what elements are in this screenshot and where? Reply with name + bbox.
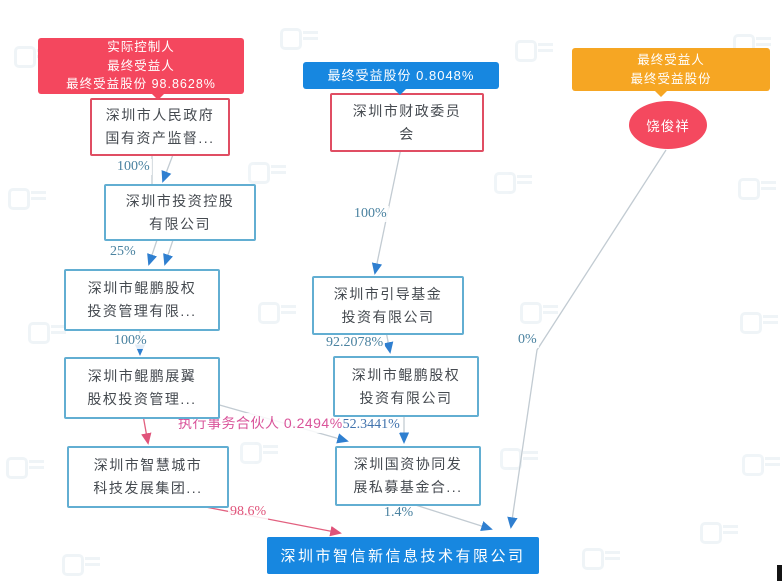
badge-line: 最终受益股份 98.8628%	[66, 77, 216, 92]
badge-line: 最终受益股份 0.8048%	[327, 67, 475, 83]
node-investment-holding[interactable]: 深圳市投资控股 有限公司	[104, 184, 256, 241]
badge-line: 最终受益股份	[630, 71, 712, 86]
node-label: 投资管理有限...	[87, 303, 197, 319]
badge-line: 实际控制人	[107, 39, 175, 54]
node-label: 展私募基金合...	[353, 479, 463, 495]
watermark-logo	[8, 186, 48, 210]
node-label: 深圳市鲲鹏股权	[351, 366, 461, 383]
node-shenzhen-government-sasac[interactable]: 深圳市人民政府 国有资产监督...	[90, 98, 230, 156]
node-label: 有限公司	[149, 215, 211, 232]
edge-label-partner-row: 执行事务合伙人 0.2494%52.3441%	[178, 413, 400, 433]
node-label: 深圳市财政委员	[352, 102, 462, 119]
watermark-logo	[582, 546, 622, 570]
node-label: 深圳市智慧城市	[93, 457, 203, 474]
edge-label-100-finance: 100%	[352, 206, 389, 222]
edge-invest-kunpeng-a	[147, 236, 159, 266]
watermark-logo	[742, 452, 782, 476]
edge-label-1-4: 1.4%	[382, 505, 416, 521]
watermark-logo	[258, 300, 298, 324]
node-guide-fund[interactable]: 深圳市引导基金 投资有限公司	[312, 276, 464, 335]
node-label: 投资有限公司	[341, 308, 435, 325]
node-label: 深圳市鲲鹏股权	[87, 280, 197, 297]
watermark-logo	[520, 300, 560, 324]
node-label: 深圳市引导基金	[333, 285, 443, 302]
node-label: 科技发展集团...	[93, 480, 203, 496]
node-label: 深圳市投资控股	[125, 192, 235, 209]
edge-guozi-target	[405, 501, 493, 532]
badge-final-beneficiary-share: 最终受益股份 0.8048%	[303, 62, 499, 95]
edge-label-98-6: 98.6%	[228, 504, 269, 520]
edge-label-25: 25%	[108, 244, 138, 260]
node-label: 投资有限公司	[359, 389, 453, 406]
edge-label-executing-partner: 执行事务合伙人 0.2494%	[178, 415, 343, 431]
node-label: 深圳市人民政府	[105, 107, 215, 124]
node-guozi-fund[interactable]: 深圳国资协同发 展私募基金合...	[335, 446, 481, 506]
badge-line: 最终受益人	[107, 58, 175, 73]
watermark-logo	[62, 552, 102, 576]
node-label: 深圳市鲲鹏展翼	[87, 368, 197, 385]
watermark-logo	[700, 520, 740, 544]
edge-gov-invest-b	[161, 151, 175, 183]
person-name: 饶俊祥	[646, 119, 690, 134]
watermark-logo	[6, 455, 46, 479]
node-label: 国有资产监督...	[105, 130, 215, 146]
edge-person-target	[507, 149, 667, 529]
node-label: 深圳国资协同发	[353, 456, 463, 473]
watermark-logo	[738, 176, 778, 200]
node-kunpeng-zhanyi[interactable]: 深圳市鲲鹏展翼 股权投资管理...	[64, 357, 220, 419]
watermark-logo	[240, 440, 280, 464]
edge-wing-smartcity	[141, 414, 152, 445]
badge-final-beneficiary: 最终受益人 最终受益股份	[572, 48, 770, 97]
node-label: 股权投资管理...	[87, 391, 197, 407]
edge-label-100-kunpeng: 100%	[112, 333, 149, 349]
watermark-logo	[248, 160, 288, 184]
edge-label-100-gov: 100%	[115, 159, 152, 175]
edge-label-52-3441: 52.3441%	[342, 417, 400, 432]
node-person-raojunxiang[interactable]: 饶俊祥	[629, 101, 707, 149]
node-kunpeng-equity-investment[interactable]: 深圳市鲲鹏股权 投资有限公司	[333, 356, 479, 417]
watermark-logo	[515, 38, 555, 62]
node-finance-committee[interactable]: 深圳市财政委员 会	[330, 93, 484, 152]
node-target-company[interactable]: 深圳市智信新信息技术有限公司	[267, 537, 539, 574]
watermark-logo	[280, 26, 320, 50]
node-kunpeng-equity-management[interactable]: 深圳市鲲鹏股权 投资管理有限...	[64, 269, 220, 331]
watermark-logo	[494, 170, 534, 194]
edge-invest-kunpeng-b	[163, 236, 175, 266]
badge-actual-controller: 实际控制人 最终受益人 最终受益股份 98.8628%	[38, 38, 244, 100]
watermark-logo	[28, 320, 68, 344]
node-smart-city-group[interactable]: 深圳市智慧城市 科技发展集团...	[67, 446, 229, 508]
target-company-name: 深圳市智信新信息技术有限公司	[280, 548, 526, 565]
edge-label-0: 0%	[516, 332, 539, 348]
badge-line: 最终受益人	[637, 52, 705, 67]
watermark-logo	[740, 310, 780, 334]
node-label: 会	[399, 125, 415, 142]
crop-artifact	[777, 565, 782, 581]
edge-label-92-2078: 92.2078%	[324, 335, 386, 351]
